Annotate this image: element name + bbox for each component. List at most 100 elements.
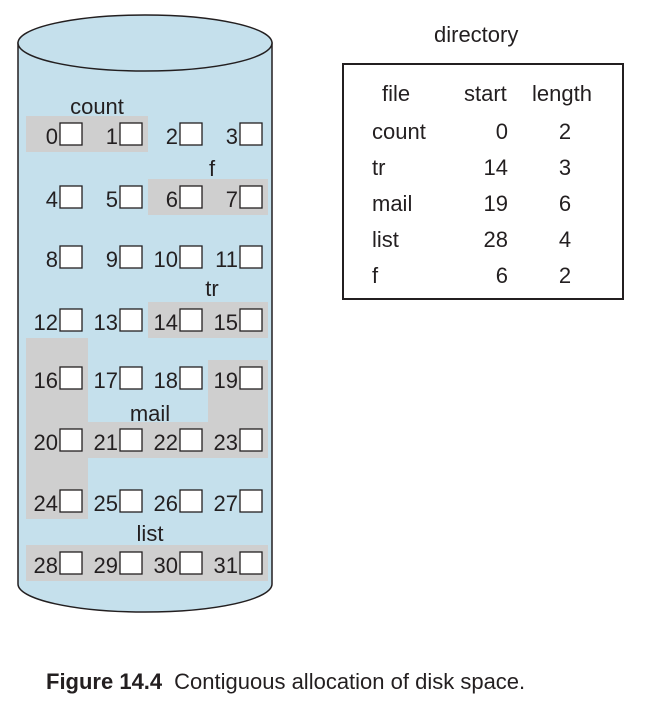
block-box (179, 489, 203, 513)
caption-label: Figure 14.4 (46, 669, 163, 694)
row-start: 0 (495, 119, 508, 144)
block-number: 31 (214, 553, 238, 578)
block-box (59, 245, 83, 269)
row-file: count (372, 119, 426, 144)
row-start: 28 (483, 227, 508, 252)
block-box (239, 122, 263, 146)
file-label-count: count (70, 94, 124, 119)
block-number: 5 (106, 187, 118, 212)
row-length: 2 (558, 119, 572, 144)
block-box (119, 428, 143, 452)
row-file: f (372, 263, 379, 288)
row-length: 2 (558, 263, 572, 288)
block-box (179, 308, 203, 332)
block-number: 11 (215, 247, 238, 272)
block-box (59, 366, 83, 390)
block-box (119, 185, 143, 209)
file-label-f: f (209, 156, 216, 181)
block-box (59, 308, 83, 332)
header-length: length (532, 81, 592, 106)
disk-top (17, 14, 273, 72)
block-number: 7 (226, 187, 238, 212)
file-label-tr: tr (205, 276, 218, 301)
block-box (239, 245, 263, 269)
block-number: 28 (34, 553, 58, 578)
block-box (59, 428, 83, 452)
block-number: 24 (34, 491, 58, 516)
block-box (239, 366, 263, 390)
block-number: 10 (154, 247, 178, 272)
block-box (179, 551, 203, 575)
block-box (59, 122, 83, 146)
block-number: 14 (154, 310, 178, 335)
header-file: file (382, 81, 411, 106)
block-box (119, 245, 143, 269)
block-box (179, 366, 203, 390)
row-start: 19 (483, 191, 508, 216)
block-number: 8 (46, 247, 58, 272)
file-label-mail: mail (130, 401, 170, 426)
block-box (119, 122, 143, 146)
allocated-bridge (208, 396, 268, 422)
figure-caption: Figure 14.4 Contiguous allocation of disk… (46, 669, 525, 695)
allocated-bridge (26, 338, 88, 360)
block-box (119, 308, 143, 332)
directory-table: file start length count 0 2 tr 14 3 mail… (342, 63, 624, 300)
row-file: list (372, 227, 399, 252)
directory-title: directory (434, 22, 519, 47)
block-number: 12 (34, 310, 58, 335)
block-number: 6 (166, 187, 178, 212)
block-box (59, 489, 83, 513)
block-number: 19 (214, 368, 238, 393)
block-number: 0 (46, 124, 58, 149)
block-box (239, 551, 263, 575)
block-number: 4 (46, 187, 58, 212)
block-number: 21 (94, 430, 118, 455)
block-number: 22 (154, 430, 178, 455)
block-number: 13 (94, 310, 118, 335)
block-number: 17 (94, 368, 118, 393)
block-number: 30 (154, 553, 178, 578)
block-number: 25 (94, 491, 118, 516)
allocated-bridge (26, 396, 88, 422)
block-number: 2 (166, 124, 178, 149)
block-number: 23 (214, 430, 238, 455)
block-box (119, 489, 143, 513)
file-labels: count tr mail list f (70, 94, 219, 546)
caption-text: Contiguous allocation of disk space. (174, 669, 526, 694)
block-box (239, 428, 263, 452)
allocated-bridge (26, 458, 88, 483)
block-box (59, 185, 83, 209)
block-number: 1 (106, 124, 118, 149)
row-start: 14 (483, 155, 508, 180)
block-box (179, 245, 203, 269)
block-number: 9 (106, 247, 118, 272)
row-file: tr (372, 155, 386, 180)
block-box (179, 185, 203, 209)
block-number: 29 (94, 553, 118, 578)
row-length: 3 (558, 155, 572, 180)
block-number: 16 (34, 368, 58, 393)
block-box (239, 185, 263, 209)
block-number: 26 (154, 491, 178, 516)
block-number: 20 (34, 430, 58, 455)
block-number: 3 (226, 124, 238, 149)
row-length: 4 (558, 227, 572, 252)
block-box (59, 551, 83, 575)
row-start: 6 (495, 263, 508, 288)
block-box (179, 122, 203, 146)
block-box (239, 489, 263, 513)
header-start: start (464, 81, 507, 106)
block-box (239, 308, 263, 332)
block-box (119, 366, 143, 390)
block-number: 27 (214, 491, 238, 516)
block-number: 18 (154, 368, 178, 393)
block-box (179, 428, 203, 452)
block-number: 15 (214, 310, 238, 335)
row-length: 6 (558, 191, 572, 216)
row-file: mail (372, 191, 413, 216)
block-box (119, 551, 143, 575)
file-label-list: list (137, 521, 164, 546)
